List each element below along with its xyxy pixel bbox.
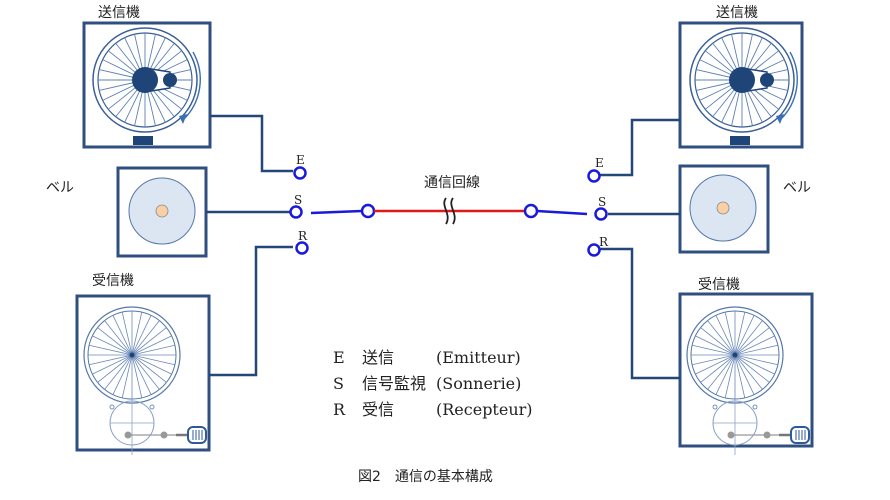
right-line-terminal[interactable]	[523, 203, 539, 219]
legend-fr-r: (Recepteur)	[436, 400, 533, 419]
legend-jp-e: 送信	[362, 348, 394, 367]
left-bell-label: ベル	[46, 180, 74, 196]
line-label: 通信回線	[424, 175, 480, 191]
left-e-wire	[210, 114, 293, 173]
right-bell-label: ベル	[783, 180, 811, 196]
legend-letter-e: E	[333, 348, 345, 367]
left-terminal-r-label: R	[298, 229, 308, 243]
left-transmitter-label: 送信機	[98, 5, 140, 21]
legend: E 送信 (Emitteur) S 信号監視 (Sonnerie) R 受信 (…	[333, 348, 533, 419]
right-terminal-e-label: E	[595, 156, 604, 170]
legend-letter-s: S	[333, 374, 344, 393]
right-receiver-label: 受信機	[698, 277, 740, 293]
right-terminal-e[interactable]	[587, 169, 601, 183]
right-terminal-r-label: R	[599, 235, 609, 249]
figure-caption: 図2 通信の基本構成	[358, 468, 493, 485]
right-transmitter-label: 送信機	[716, 5, 758, 21]
left-line-terminal[interactable]	[360, 203, 376, 219]
legend-jp-s: 信号監視	[362, 374, 426, 393]
left-terminal-s-label: S	[294, 193, 302, 207]
left-terminal-e-label: E	[296, 153, 305, 167]
left-terminal-r[interactable]	[295, 241, 309, 255]
left-bell-center	[155, 204, 169, 218]
left-r-wire	[209, 245, 293, 377]
left-terminal-e[interactable]	[293, 166, 307, 180]
right-terminal-s[interactable]	[594, 207, 608, 221]
left-receiver-label: 受信機	[92, 273, 134, 289]
legend-fr-e: (Emitteur)	[436, 348, 521, 367]
legend-letter-r: R	[333, 400, 346, 419]
right-switch-wire	[536, 209, 588, 216]
right-terminal-r[interactable]	[587, 243, 601, 257]
legend-fr-s: (Sonnerie)	[436, 374, 521, 393]
right-r-wire	[600, 247, 680, 380]
left-switch-wire	[310, 209, 363, 215]
right-e-wire	[600, 118, 680, 177]
right-terminal-s-label: S	[598, 195, 606, 209]
left-terminal-s[interactable]	[289, 205, 303, 219]
legend-jp-r: 受信	[362, 400, 394, 419]
line-break-icon	[443, 197, 456, 225]
left-receiver-box	[75, 294, 211, 452]
right-bell-center	[716, 201, 730, 215]
